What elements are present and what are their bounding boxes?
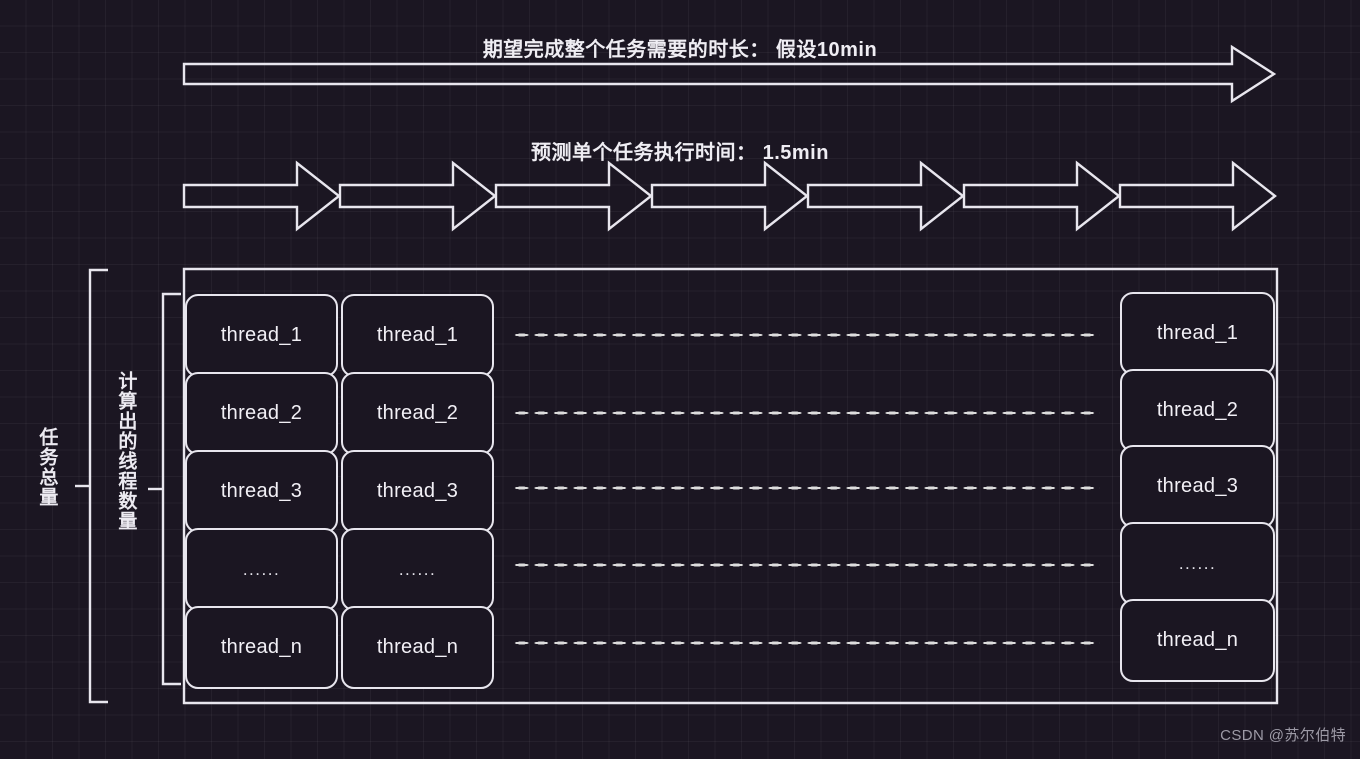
csdn-watermark: CSDN @苏尔伯特 — [1220, 727, 1346, 744]
thread-box[interactable]: thread_n — [341, 606, 494, 689]
single-task-arrow-2 — [338, 160, 497, 232]
thread-box[interactable]: thread_2 — [185, 372, 338, 455]
row-ellipsis-connector — [512, 486, 1100, 490]
total-tasks-label: 任务总量 — [36, 427, 58, 507]
thread-box[interactable]: thread_2 — [341, 372, 494, 455]
thread-box[interactable]: thread_2 — [1120, 369, 1275, 452]
whole-task-duration-arrow — [182, 44, 1277, 104]
row-ellipsis-connector — [512, 641, 1100, 645]
single-task-arrow-4 — [650, 160, 809, 232]
single-task-arrow-6 — [962, 160, 1121, 232]
single-task-title: 预测单个任务执行时间： 1.5min — [531, 142, 829, 164]
thread-box[interactable]: thread_n — [1120, 599, 1275, 682]
thread-box[interactable]: thread_3 — [1120, 445, 1275, 528]
row-ellipsis-connector — [512, 411, 1100, 415]
single-task-arrow-7 — [1118, 160, 1277, 232]
task-pool-container — [182, 267, 1279, 705]
single-task-arrow-5 — [806, 160, 965, 232]
thread-box[interactable]: thread_3 — [341, 450, 494, 533]
thread-box[interactable]: thread_1 — [1120, 292, 1275, 375]
thread-box[interactable]: thread_3 — [185, 450, 338, 533]
thread-box-ellipsis[interactable]: ...... — [341, 528, 494, 611]
thread-count-brace — [148, 292, 181, 686]
thread-box[interactable]: thread_n — [185, 606, 338, 689]
thread-count-label: 计算出的线程数量 — [115, 371, 137, 531]
row-ellipsis-connector — [512, 563, 1100, 567]
thread-box-ellipsis[interactable]: ...... — [185, 528, 338, 611]
thread-box[interactable]: thread_1 — [341, 294, 494, 377]
single-task-arrow-group — [182, 160, 1277, 232]
single-task-arrow-3 — [494, 160, 653, 232]
thread-box-ellipsis[interactable]: ...... — [1120, 522, 1275, 605]
row-ellipsis-connector — [512, 333, 1100, 337]
total-tasks-brace — [75, 268, 108, 704]
thread-box[interactable]: thread_1 — [185, 294, 338, 377]
total-duration-title: 期望完成整个任务需要的时长： 假设10min — [482, 39, 878, 61]
single-task-arrow-1 — [182, 160, 341, 232]
